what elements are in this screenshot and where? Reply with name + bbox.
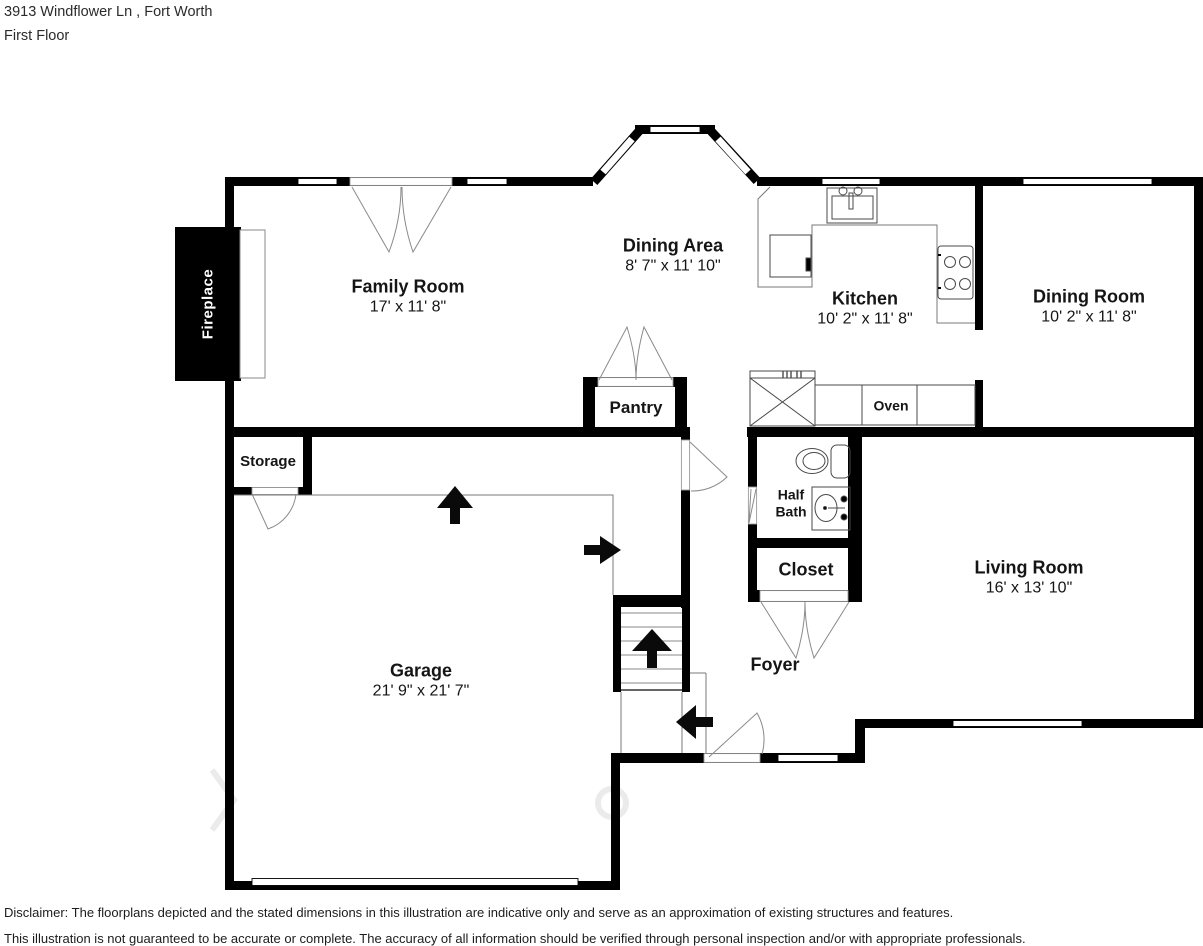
disclaimer-line-1: Disclaimer: The floorplans depicted and … [4,905,954,920]
stairs-up-arrow [632,629,672,668]
garage-entry-up-arrow [437,486,473,524]
hall-door [689,441,728,492]
garage-outline [234,494,614,595]
oven-counter [814,384,976,426]
living-room-dims: 16' x 13' 10" [985,579,1073,597]
watermark [209,768,629,832]
disclaimer-line-2: This illustration is not guaranteed to b… [4,931,1026,946]
french-door-left [351,186,402,254]
kitchen-fixtures [749,186,976,427]
page-subtitle: First Floor [4,28,70,44]
fireplace-label: Fireplace [199,268,217,340]
room-label-closet: Closet [778,559,834,580]
room-label-pantry: Pantry [609,397,663,417]
pantry-door-right [635,325,673,381]
room-label-oven: Oven [873,397,909,414]
dining-room-dims: 10' 2" x 11' 8" [1041,308,1137,326]
sink-icon [826,186,878,224]
family-room-name: Family Room [351,276,465,297]
door-swings [251,186,850,758]
room-label-dining-room: Dining Room 10' 2" x 11' 8" [1033,286,1145,327]
cooktop-icon [937,245,974,300]
toilet-icon [795,444,851,479]
bath-fixtures [795,444,851,531]
dining-room-name: Dining Room [1033,286,1145,307]
room-label-half-bath: Half Bath [775,486,807,519]
refrigerator-icon [749,370,816,427]
kitchen-counter [757,186,975,324]
closet-door-right [804,601,850,660]
foyer-left-arrow [676,705,713,739]
kitchen-name: Kitchen [831,288,899,309]
bath-door [748,488,757,524]
windows [297,126,1153,762]
kitchen-dims: 10' 2" x 11' 8" [817,310,913,328]
front-door [708,712,765,758]
garage-dims: 21' 9" x 21' 7" [372,682,470,700]
room-label-foyer: Foyer [750,654,800,675]
room-label-garage: Garage 21' 9" x 21' 7" [373,660,470,701]
dining-area-dims: 8' 7" x 11' 10" [625,257,721,275]
staircase [621,612,682,691]
room-label-dining-area: Dining Area 8' 7" x 11' 10" [623,235,723,276]
garage-door [251,878,579,886]
room-label-living-room: Living Room 16' x 13' 10" [975,557,1084,598]
french-door-right [401,186,452,254]
family-room-dims: 17' x 11' 8" [369,298,447,316]
dishwasher-icon [769,234,812,278]
closet-door-left [760,601,806,660]
room-label-storage: Storage [240,453,296,471]
room-label-family-room: Family Room 17' x 11' 8" [351,276,464,317]
bathroom-sink-icon [811,486,851,531]
dining-area-name: Dining Area [622,235,724,256]
room-label-kitchen: Kitchen 10' 2" x 11' 8" [817,288,912,329]
pantry-door-left [598,325,637,381]
living-room-name: Living Room [974,557,1084,578]
direction-arrows [437,486,713,739]
thin-lines [234,186,975,753]
storage-door [251,493,297,530]
garage-name: Garage [389,660,453,681]
garage-right-arrow [584,536,621,564]
page-title: 3913 Windflower Ln , Fort Worth [4,4,213,20]
bay-window-glass [600,136,751,175]
fireplace [175,227,266,381]
